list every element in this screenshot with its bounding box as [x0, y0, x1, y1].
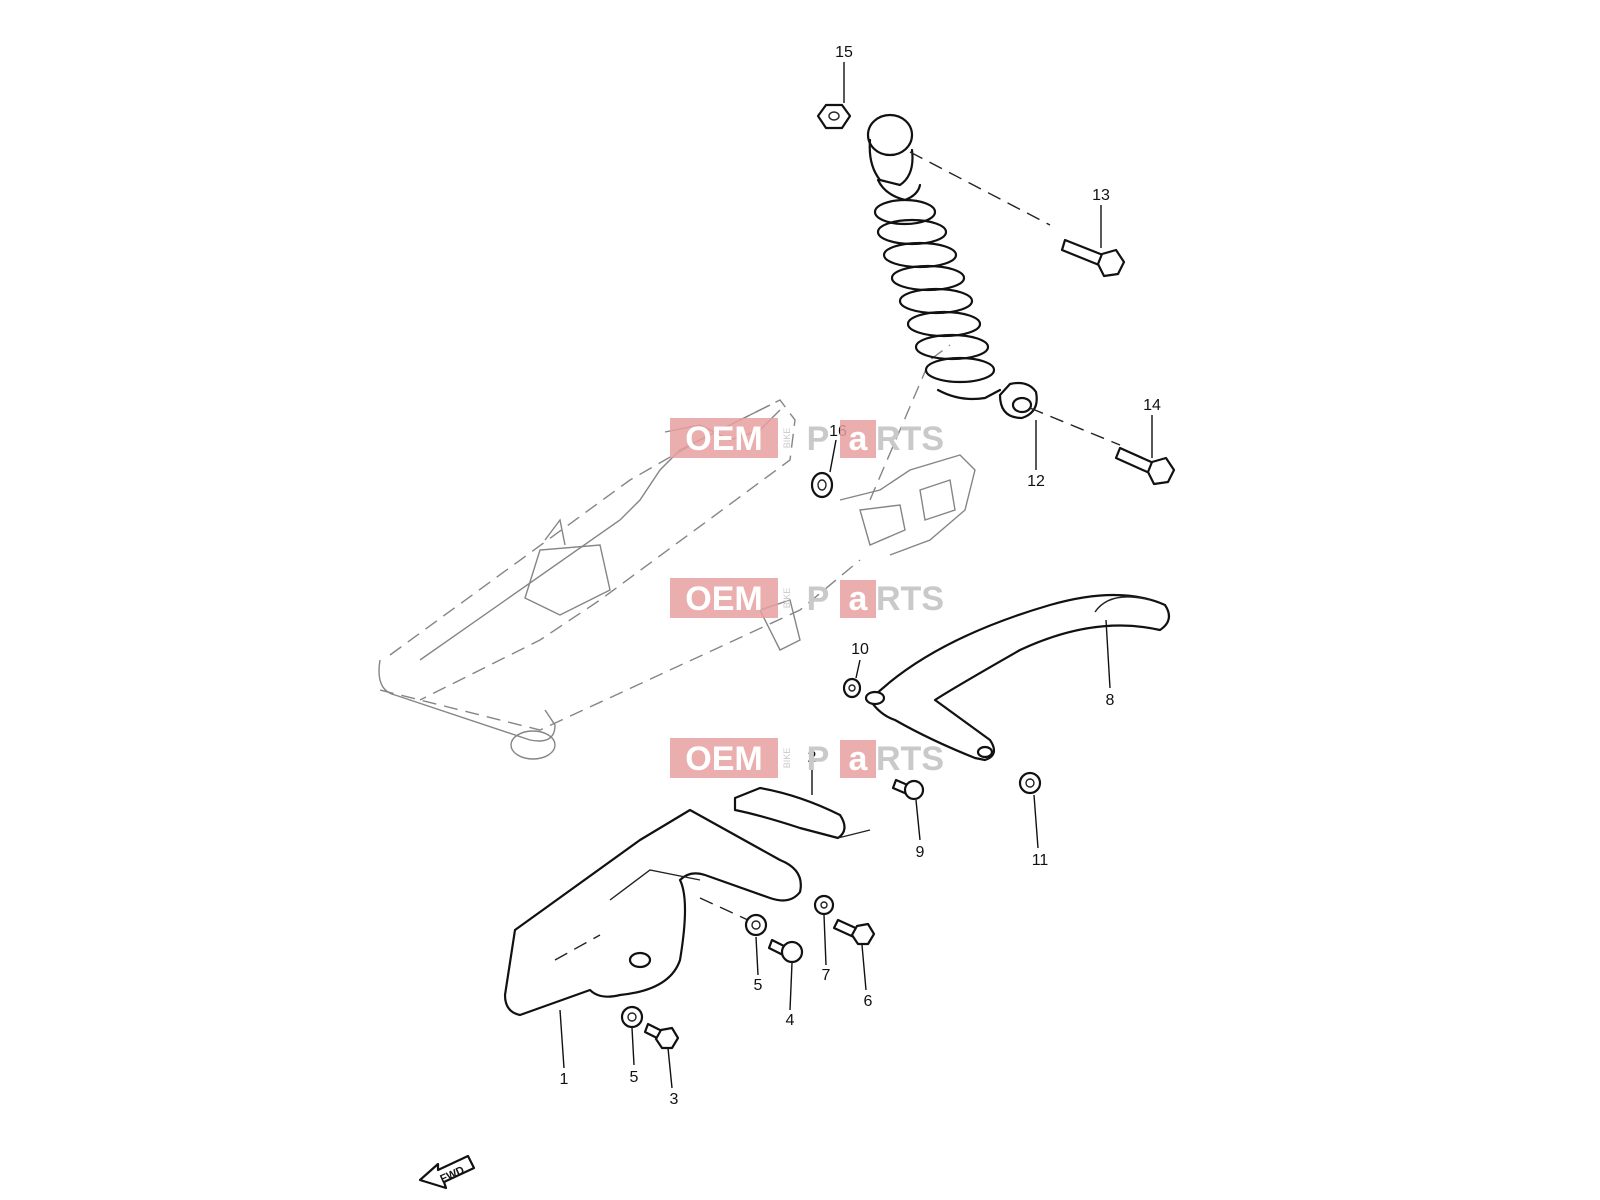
watermark-oem: OEM	[685, 420, 762, 458]
callout-5-upper: 5	[754, 977, 763, 994]
callout-13: 13	[1092, 187, 1110, 204]
bolt-14	[1114, 446, 1176, 486]
callout-8: 8	[1106, 692, 1115, 709]
callout-11: 11	[1032, 852, 1049, 869]
callout-6: 6	[864, 993, 873, 1010]
watermark-a: a	[849, 580, 869, 618]
chain-guide	[733, 786, 871, 840]
watermark-rts: RTS	[876, 420, 944, 458]
chain-cover	[503, 808, 802, 1017]
callout-15: 15	[835, 44, 853, 61]
callout-1: 1	[560, 1071, 569, 1088]
watermark-bike: BIKE	[782, 588, 792, 609]
washer-11	[1018, 771, 1042, 795]
callout-12: 12	[1027, 473, 1045, 490]
callout-7: 7	[822, 967, 831, 984]
bolt-4	[767, 938, 804, 964]
watermark-a: a	[849, 740, 869, 778]
watermark-p: P	[807, 580, 830, 618]
watermark-oem: OEM	[685, 580, 762, 618]
washer-5-lower	[620, 1005, 644, 1029]
rear-shock-absorber	[866, 113, 1121, 446]
watermark-2: OEM BIKE P a RTS	[670, 578, 944, 618]
washer-5-upper	[744, 913, 768, 937]
watermark-oem: OEM	[685, 740, 762, 778]
spacer-16	[810, 471, 834, 499]
bolt-6	[832, 918, 876, 946]
watermark-bike: BIKE	[782, 748, 792, 769]
callout-3: 3	[670, 1091, 679, 1108]
callout-10: 10	[851, 641, 869, 658]
watermark-a: a	[849, 420, 869, 458]
leader-lines	[559, 62, 1153, 1089]
forward-direction-arrow: FWD	[418, 1154, 476, 1190]
bolt-3	[643, 1022, 680, 1050]
bolt-13	[1060, 238, 1126, 278]
bolt-9	[891, 778, 925, 801]
watermark-1: OEM BIKE P a RTS	[670, 418, 944, 458]
watermark-rts: RTS	[876, 580, 944, 618]
washer-10	[842, 677, 862, 699]
washer-7	[813, 894, 835, 916]
callout-5-lower: 5	[630, 1069, 639, 1086]
callout-numbers: 15 13 14 16 12 10 8 2 9 11 5 7 6 4 1 5 3	[560, 44, 1161, 1108]
callout-14: 14	[1143, 397, 1161, 414]
callout-4: 4	[786, 1012, 795, 1029]
watermark-p: P	[807, 740, 830, 778]
watermark-3: OEM BIKE P a RTS	[670, 738, 944, 778]
chain-case	[864, 593, 1171, 762]
watermark-rts: RTS	[876, 740, 944, 778]
callout-2: 2	[808, 749, 817, 766]
nut-15	[816, 103, 852, 130]
watermark-bike: BIKE	[782, 428, 792, 449]
shock-spring-coils	[876, 218, 996, 384]
watermark-p: P	[807, 420, 830, 458]
callout-9: 9	[916, 844, 925, 861]
